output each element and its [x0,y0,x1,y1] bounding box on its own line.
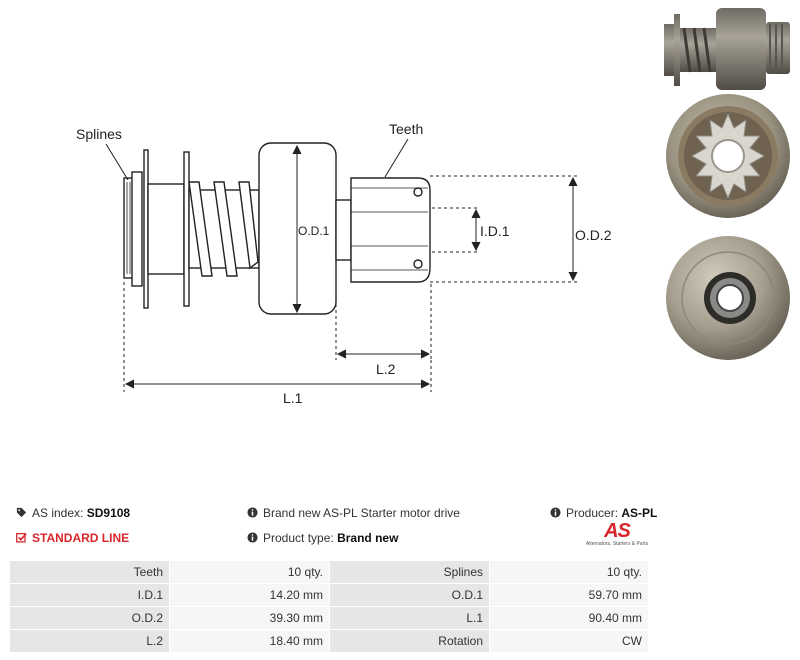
spec-key: Splines [329,560,490,584]
product-photo-rear [666,236,790,360]
spec-value: 10 qty. [169,560,330,584]
spec-value: 10 qty. [489,560,649,584]
spec-key: Teeth [9,560,170,584]
spec-value: 39.30 mm [169,606,330,630]
label-l2: L.2 [376,361,396,377]
info-icon [247,532,258,543]
label-teeth: Teeth [389,121,423,137]
description-text: Brand new AS-PL Starter motor drive [263,506,460,520]
table-row: L.2 18.40 mm Rotation CW [9,629,649,653]
info-icon [550,507,561,518]
product-type: Product type: Brand new [247,531,398,545]
producer-label: Producer: [566,506,619,520]
as-index-label: AS index: [32,506,84,520]
label-l1: L.1 [283,390,303,406]
logo-mark: AS [604,520,631,542]
spec-key: L.2 [9,629,170,653]
product-type-label: Product type: [263,531,334,545]
spring-coils [188,181,259,277]
tag-icon [16,507,27,518]
product-description: Brand new AS-PL Starter motor drive [247,506,460,520]
as-index-value: SD9108 [86,506,131,520]
logo-subtitle: Alternators, Starters & Parts [585,541,649,547]
spec-value: 14.20 mm [169,583,330,607]
label-od2: O.D.2 [575,227,612,243]
spec-key: L.1 [329,606,490,630]
standard-line: STANDARD LINE [16,531,129,545]
producer-value: AS-PL [621,506,658,520]
spec-key: O.D.2 [9,606,170,630]
pinion [350,177,431,283]
spec-key: I.D.1 [9,583,170,607]
spec-key: O.D.1 [329,583,490,607]
product-type-value: Brand new [337,531,399,545]
producer: Producer: AS-PL [550,506,657,520]
as-index: AS index: SD9108 [16,506,130,520]
product-photo-front [666,94,790,218]
table-row: Teeth 10 qty. Splines 10 qty. [9,560,649,584]
spec-key: Rotation [329,629,490,653]
brand-logo: AS Alternators, Starters & Parts [585,521,649,551]
spec-value: 59.70 mm [489,583,649,607]
info-icon [247,507,258,518]
spec-value: 18.40 mm [169,629,330,653]
label-id1: I.D.1 [480,223,510,239]
technical-drawing: Splines Teeth O.D.1 I.D.1 O.D.2 L.2 L.1 [76,121,612,406]
product-photo-side [664,8,790,90]
standard-line-label: STANDARD LINE [32,531,130,545]
spec-value: CW [489,629,649,653]
check-square-icon [16,533,27,543]
label-splines: Splines [76,126,122,142]
label-od1: O.D.1 [298,224,330,238]
table-row: I.D.1 14.20 mm O.D.1 59.70 mm [9,583,649,607]
spec-table: Teeth 10 qty. Splines 10 qty. I.D.1 14.2… [9,560,649,653]
spec-value: 90.40 mm [489,606,649,630]
table-row: O.D.2 39.30 mm L.1 90.40 mm [9,606,649,630]
